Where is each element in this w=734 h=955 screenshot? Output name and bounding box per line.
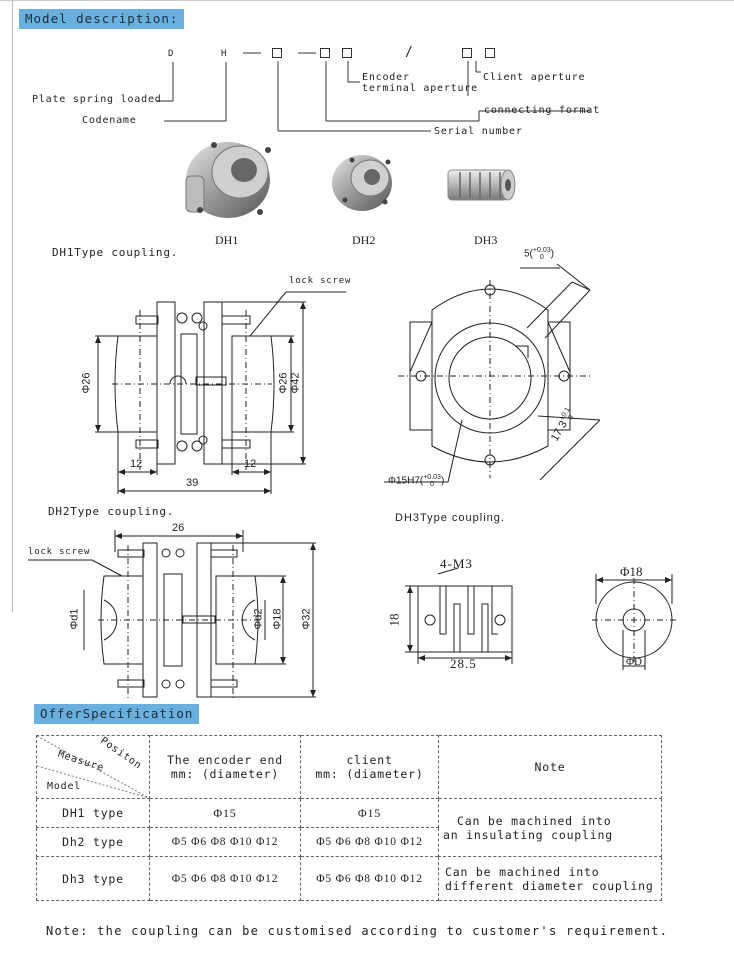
code-slash: /	[405, 45, 413, 60]
table-row: Dh2 type Φ5 Φ6 Φ8 Φ10 Φ12 Φ5 Φ6 Φ8 Φ10 Φ…	[36, 827, 662, 857]
dh3-photo	[447, 169, 516, 201]
dh2-dim-d32: Φ32	[300, 608, 313, 630]
dh2-dim-26: 26	[172, 522, 185, 534]
table-header-note: Note	[438, 735, 662, 799]
table-row: Dh3 type Φ5 Φ6 Φ8 Φ10 Φ12 Φ5 Φ6 Φ8 Φ10 Φ…	[36, 856, 662, 901]
client-box-2	[485, 48, 495, 58]
dh2-dim-d1: Φd1	[68, 608, 81, 630]
dh1-key-tol-top: +0.03	[532, 247, 551, 254]
dh2-title: DH2Type coupling.	[48, 505, 175, 518]
dh3-dim-bore: ΦD	[626, 656, 642, 668]
header-encoder-line2: mm: (diameter)	[170, 767, 280, 781]
dh2-dim-d2: Φd2	[252, 608, 265, 630]
dh1-dim-39: 39	[186, 477, 199, 489]
dh1-dim-12-left: 12	[130, 458, 143, 470]
row-dh3-model: Dh3 type	[36, 856, 150, 901]
dh1-bore-value: Φ15H7(	[388, 475, 424, 487]
dh2-photo	[332, 155, 392, 211]
photo-label-dh1: DH1	[215, 233, 239, 247]
encoder-box	[342, 48, 352, 58]
dh1-key-width-value: 5(	[524, 248, 533, 260]
dh1-bore-tol-top: +0.03	[423, 474, 441, 481]
photo-label-dh2: DH2	[352, 233, 376, 247]
header-model: Model	[47, 781, 82, 792]
table-header-row: Positon Measure Model The encoder end mm…	[36, 735, 662, 799]
row-dh1-dh2-note: Can be machined into an insulating coupl…	[438, 798, 662, 857]
serial-number-label: Serial number	[434, 126, 523, 137]
dh1-photo	[185, 142, 271, 218]
encoder-label-2: terminal aperture	[362, 83, 478, 94]
dh3-dim-length: 28.5	[450, 656, 477, 671]
note-insulating-line1: Can be machined into	[457, 813, 612, 828]
dh1-bore-close: )	[440, 475, 445, 487]
specification-table: Positon Measure Model The encoder end mm…	[36, 735, 662, 901]
header-encoder-line1: The encoder end	[167, 753, 283, 767]
serial-box	[272, 48, 282, 58]
dh3-dim-18: 18	[386, 613, 402, 627]
left-vertical-rule	[12, 0, 13, 612]
dh1-dim-d26-right: Φ26	[277, 372, 290, 394]
row-dh2-model: Dh2 type	[36, 827, 150, 857]
dh2-dim-d18: Φ18	[271, 608, 284, 630]
top-border	[0, 0, 734, 1]
client-aperture-label: Client aperture	[483, 72, 586, 83]
note-diameter-line2: different diameter coupling	[445, 878, 654, 893]
encoder-label-1: Encoder	[362, 72, 410, 83]
dh1-bore-tol-bottom: 0	[430, 481, 435, 488]
row-dh3-encoder: Φ5 Φ6 Φ8 Φ10 Φ12	[149, 856, 301, 901]
footer-note: Note: the coupling can be customised acc…	[46, 924, 669, 938]
dh3-title: DH3Type coupling.	[395, 512, 505, 524]
table-header-diagonal-cell: Positon Measure Model	[36, 735, 150, 799]
format-box	[320, 48, 330, 58]
table-header-encoder: The encoder end mm: (diameter)	[149, 735, 301, 799]
codename-label: Codename	[82, 115, 137, 126]
table-header-client: client mm: (diameter)	[300, 735, 439, 799]
row-dh1-model: DH1 type	[36, 798, 150, 828]
diagonal-lines	[37, 736, 149, 798]
dh1-dim-d42: Φ42	[289, 372, 302, 394]
note-diameter-line1: Can be machined into	[445, 864, 600, 879]
dh1-key-close: )	[550, 248, 554, 260]
dh1-title: DH1Type coupling.	[52, 246, 179, 259]
dh1-dim-d26-left: Φ26	[80, 372, 93, 394]
photo-label-dh3: DH3	[474, 233, 498, 247]
connecting-format-label: connecting format	[484, 105, 600, 116]
row-dh3-note: Can be machined into different diameter …	[438, 856, 662, 901]
header-client-line2: mm: (diameter)	[315, 767, 424, 781]
table-row: DH1 type Φ15 Φ15 Can be machined into an…	[36, 798, 662, 857]
row-dh1-client: Φ15	[300, 798, 439, 828]
code-letter-d: D	[168, 49, 175, 59]
row-dh1-encoder: Φ15	[149, 798, 301, 828]
dh1-lock-screw-label: lock screw	[289, 276, 352, 286]
dh3-dim-outer: Φ18	[620, 564, 643, 579]
dh3-screws-label: 4-M3	[440, 556, 473, 571]
header-client-line1: client	[346, 753, 393, 767]
dh1-keyway-tol-bottom: 0	[567, 414, 576, 422]
dh2-lock-screw-label: lock screw	[28, 547, 91, 557]
code-letter-h: H	[221, 49, 228, 59]
dh1-dim-12-right: 12	[244, 458, 257, 470]
plate-spring-label: Plate spring loaded	[32, 94, 162, 105]
model-description-title: Model description:	[19, 9, 185, 29]
row-dh3-client: Φ5 Φ6 Φ8 Φ10 Φ12	[300, 856, 439, 901]
dh1-key-tol-bottom: 0	[539, 254, 544, 261]
offer-specification-title: OfferSpecification	[34, 704, 200, 724]
row-dh2-client: Φ5 Φ6 Φ8 Φ10 Φ12	[300, 827, 439, 857]
note-insulating-line2: an insulating coupling	[443, 827, 613, 842]
client-box-1	[462, 48, 472, 58]
row-dh2-encoder: Φ5 Φ6 Φ8 Φ10 Φ12	[149, 827, 301, 857]
